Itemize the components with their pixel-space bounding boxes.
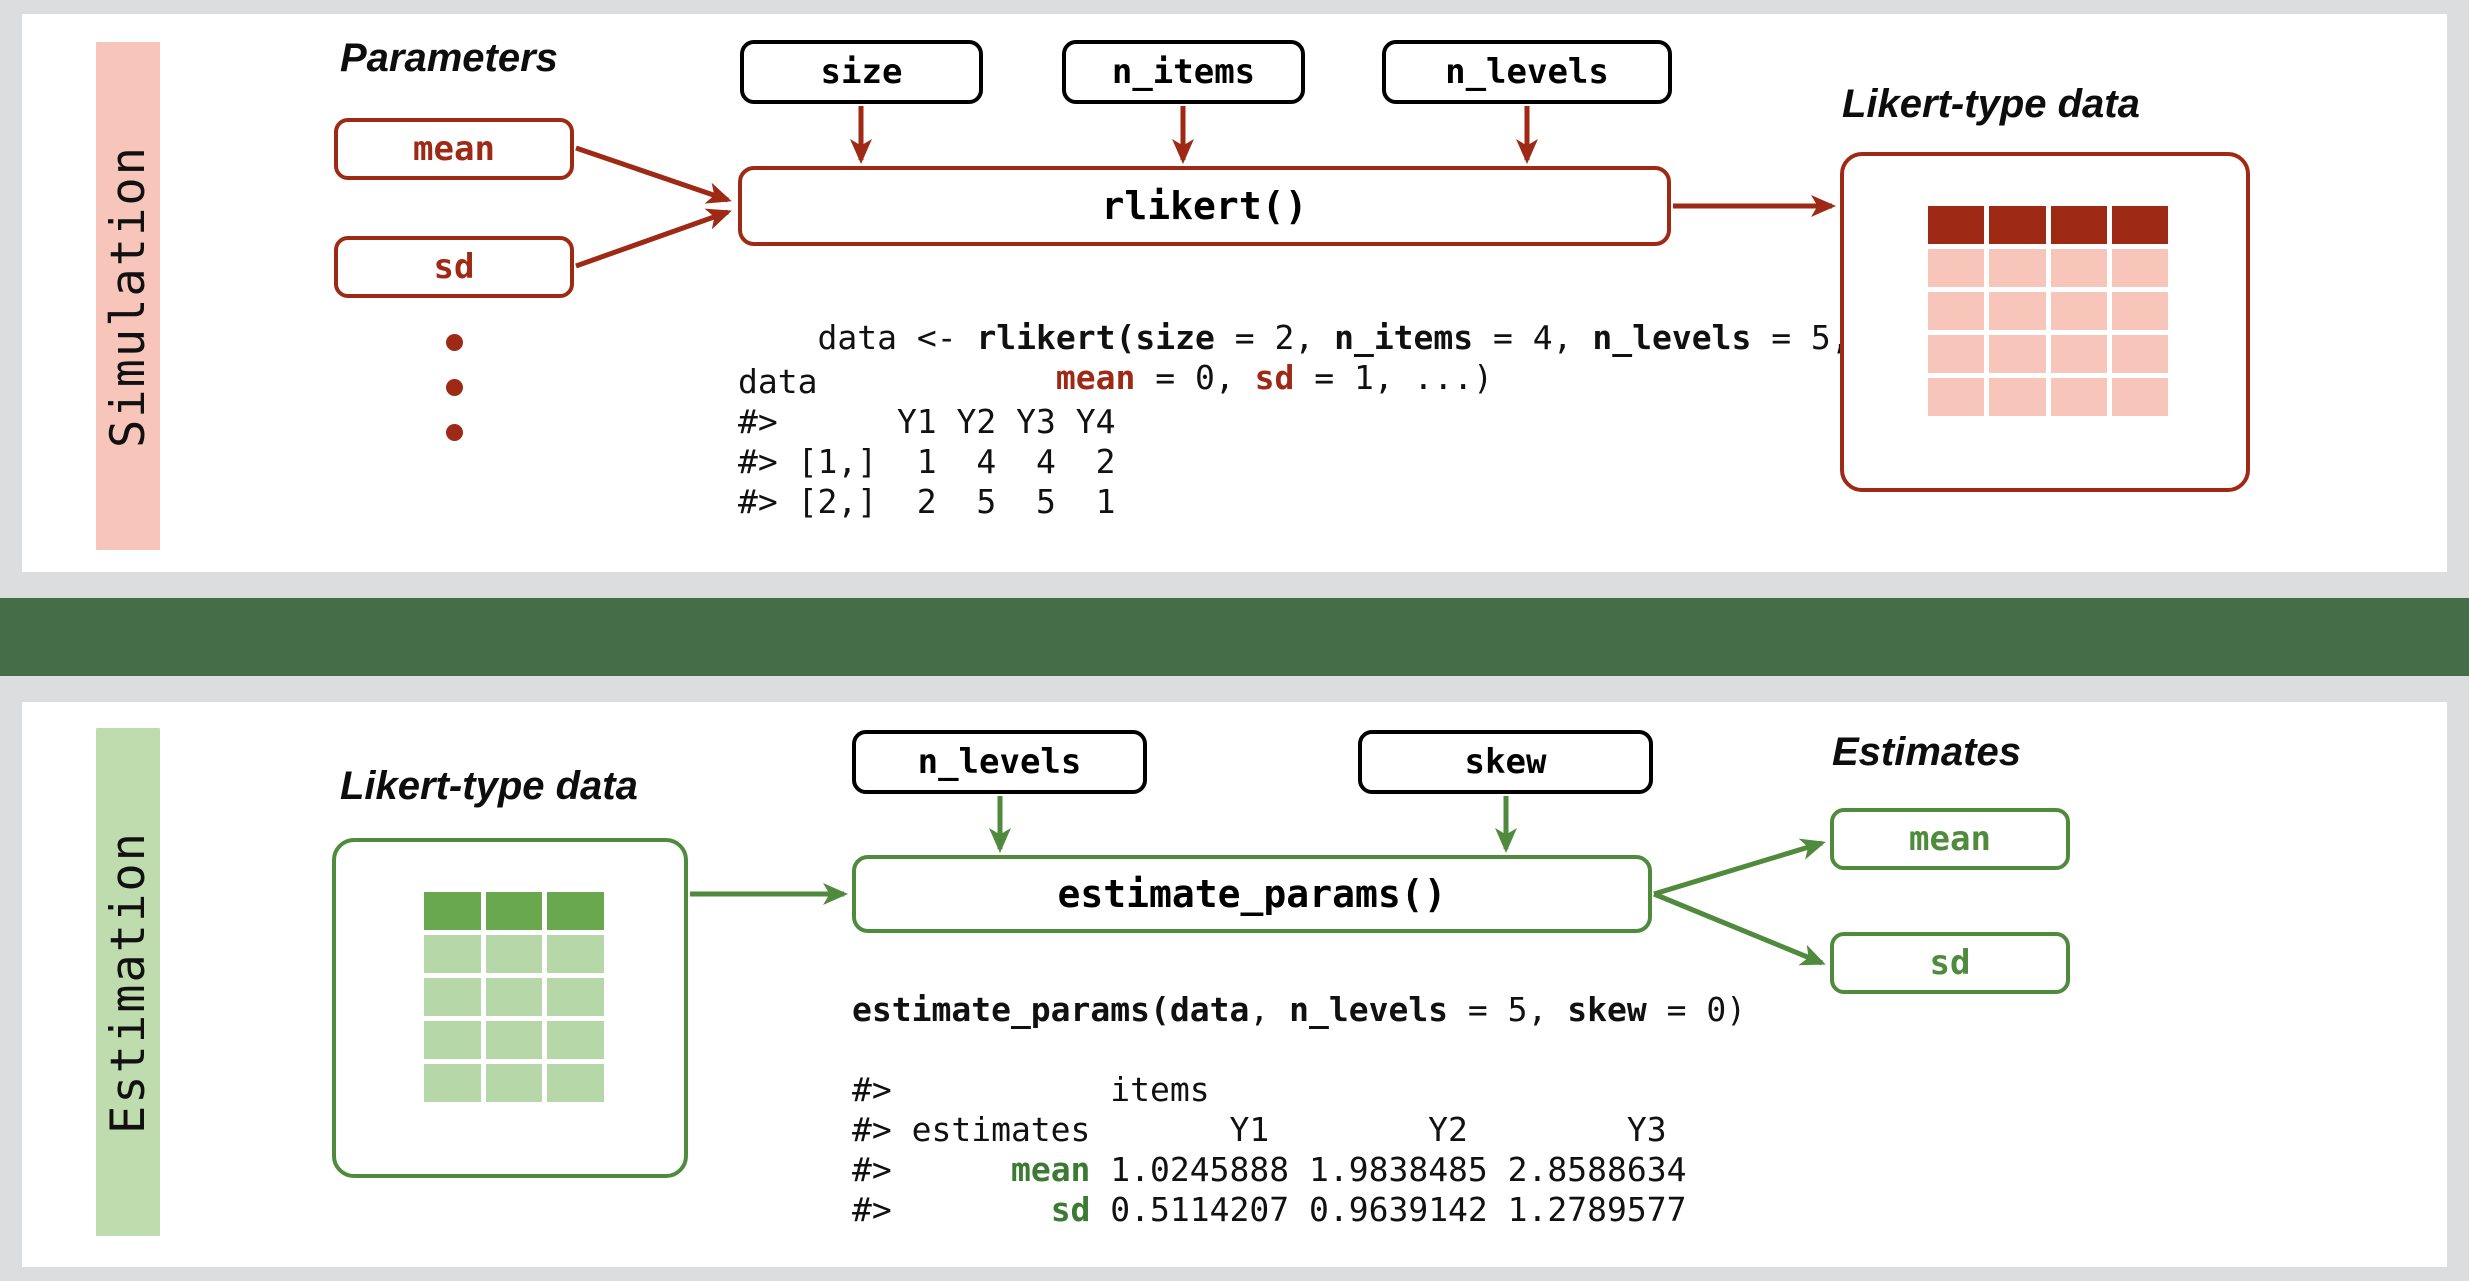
ellipsis-dot — [446, 424, 463, 441]
code-seg: data <- — [817, 318, 977, 357]
likert-cell — [1989, 335, 2046, 373]
likert-cell — [2050, 335, 2107, 373]
code-kw-mean: mean — [1010, 1150, 1091, 1189]
parameters-heading: Parameters — [340, 36, 558, 80]
code-seg: 0.5114207 0.9639142 1.2789577 — [1090, 1190, 1687, 1229]
likert-cell — [2111, 206, 2168, 244]
likert-data-box-est — [332, 838, 688, 1178]
estimation-code-output: #> items #> estimates Y1 Y2 Y3 #> mean 1… — [852, 1070, 1686, 1230]
arg-box-size[interactable]: size — [740, 40, 983, 104]
code-kw-mean: mean — [1055, 358, 1136, 397]
arg-box-n-levels-est[interactable]: n_levels — [852, 730, 1147, 794]
likert-cell — [424, 978, 481, 1016]
likert-cell — [485, 935, 543, 973]
likert-cell — [1989, 249, 2046, 287]
code-kw-sd: sd — [1254, 358, 1295, 397]
code-line-data: data — [738, 362, 818, 401]
likert-cell — [424, 1064, 481, 1102]
estimates-heading: Estimates — [1832, 730, 2021, 774]
likert-cell — [2050, 249, 2107, 287]
estimate-box-mean[interactable]: mean — [1830, 808, 2070, 870]
likert-cell — [1928, 335, 1985, 373]
arg-box-skew[interactable]: skew — [1358, 730, 1653, 794]
likert-cell — [2050, 292, 2107, 330]
code-seg: = 4, — [1473, 318, 1593, 357]
likert-data-grid-est — [424, 892, 604, 1102]
likert-cell — [547, 978, 604, 1016]
code-seg: n_items — [1334, 318, 1474, 357]
likert-cell — [547, 1021, 604, 1059]
likert-cell — [2050, 206, 2107, 244]
code-seg: #> — [852, 1190, 1051, 1229]
estimate-box-sd[interactable]: sd — [1830, 932, 2070, 994]
code-seg: estimate_params(data — [852, 990, 1250, 1029]
likert-cell — [485, 1064, 543, 1102]
likert-cell — [2050, 378, 2107, 416]
simulation-code-call: data <- rlikert(size = 2, n_items = 4, n… — [738, 278, 1851, 438]
stage-label-simulation-text: Simulation — [100, 144, 156, 448]
likert-cell — [485, 892, 543, 930]
code-seg: = 1, ...) — [1294, 358, 1494, 397]
code-line-estimates-header: #> estimates Y1 Y2 Y3 — [852, 1110, 1667, 1149]
code-seg: = 0) — [1646, 990, 1747, 1029]
likert-cell — [485, 978, 543, 1016]
function-box-rlikert[interactable]: rlikert() — [738, 166, 1671, 246]
stage-label-simulation: Simulation — [96, 42, 160, 550]
code-line-row2: #> [2,] 2 5 5 1 — [738, 482, 1116, 521]
code-seg: #> — [852, 1150, 1011, 1189]
likert-cell — [424, 1021, 481, 1059]
likert-cell — [2111, 292, 2168, 330]
code-line-header: #> Y1 Y2 Y3 Y4 — [738, 402, 1116, 441]
likert-cell — [1928, 206, 1985, 244]
code-seg: n_levels — [1289, 990, 1449, 1029]
code-kw-sd: sd — [1050, 1190, 1091, 1229]
code-seg: skew — [1567, 990, 1647, 1029]
likert-cell — [547, 892, 604, 930]
code-line-row1: #> [1,] 1 4 4 2 — [738, 442, 1116, 481]
likert-cell — [485, 1021, 543, 1059]
likert-cell — [547, 1064, 604, 1102]
likert-cell — [2111, 335, 2168, 373]
likert-cell — [424, 935, 481, 973]
code-seg: rlikert(size — [976, 318, 1215, 357]
likert-cell — [1928, 292, 1985, 330]
likert-data-heading-est: Likert-type data — [340, 764, 638, 808]
likert-cell — [2111, 249, 2168, 287]
likert-data-grid-sim — [1928, 206, 2168, 416]
likert-cell — [1989, 292, 2046, 330]
arg-box-n-levels[interactable]: n_levels — [1382, 40, 1672, 104]
code-seg: , — [1249, 990, 1290, 1029]
code-seg: = 5, — [1751, 318, 1851, 357]
likert-data-box-sim — [1840, 152, 2250, 492]
stage-label-estimation-text: Estimation — [100, 830, 156, 1134]
ellipsis-dot — [446, 379, 463, 396]
likert-cell — [547, 935, 604, 973]
code-seg: 1.0245888 1.9838485 2.8588634 — [1090, 1150, 1687, 1189]
likert-cell — [1928, 378, 1985, 416]
section-divider-band — [0, 598, 2469, 676]
stage-label-estimation: Estimation — [96, 728, 160, 1236]
param-box-sd[interactable]: sd — [334, 236, 574, 298]
likert-cell — [2111, 378, 2168, 416]
likert-data-heading-sim: Likert-type data — [1842, 82, 2140, 126]
simulation-code-output: data #> Y1 Y2 Y3 Y4 #> [1,] 1 4 4 2 #> [… — [738, 362, 1116, 522]
estimation-code-call: estimate_params(data, n_levels = 5, skew… — [852, 990, 1746, 1030]
param-box-mean[interactable]: mean — [334, 118, 574, 180]
code-line-items: #> items — [852, 1070, 1210, 1109]
arg-box-n-items[interactable]: n_items — [1062, 40, 1305, 104]
code-seg: = 5, — [1448, 990, 1568, 1029]
function-box-estimate-params[interactable]: estimate_params() — [852, 855, 1652, 933]
likert-cell — [424, 892, 481, 930]
likert-cell — [1989, 206, 2046, 244]
parameters-ellipsis — [446, 334, 463, 469]
ellipsis-dot — [446, 334, 463, 351]
code-seg: n_levels — [1592, 318, 1752, 357]
likert-cell — [1989, 378, 2046, 416]
likert-cell — [1928, 249, 1985, 287]
code-seg: = 2, — [1214, 318, 1335, 357]
code-seg: = 0, — [1135, 358, 1255, 397]
